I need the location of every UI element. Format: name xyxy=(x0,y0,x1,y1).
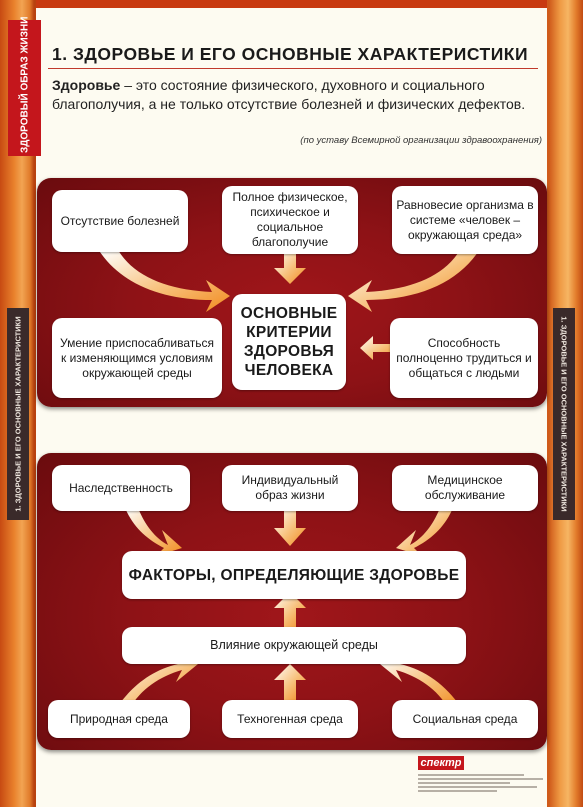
publisher-fine-print xyxy=(418,772,550,800)
top-bar xyxy=(36,0,547,8)
definition-term: Здоровье xyxy=(52,77,121,93)
side-tab: ЗДОРОВЫЙ ОБРАЗ ЖИЗНИ xyxy=(8,16,41,156)
publisher-block: спектр xyxy=(418,756,550,802)
right-strip-label: 1. ЗДОРОВЬЕ И ЕГО ОСНОВНЫЕ ХАРАКТЕРИСТИК… xyxy=(559,316,569,512)
factors-social: Социальная среда xyxy=(392,700,538,738)
side-tab-label: ЗДОРОВЫЙ ОБРАЗ ЖИЗНИ xyxy=(19,16,30,153)
right-side-strip: 1. ЗДОРОВЬЕ И ЕГО ОСНОВНЫЕ ХАРАКТЕРИСТИК… xyxy=(553,308,575,520)
left-strip-label: 1. ЗДОРОВЬЕ И ЕГО ОСНОВНЫЕ ХАРАКТЕРИСТИК… xyxy=(13,316,23,512)
criteria-top-middle: Полное физическое, психическое и социаль… xyxy=(222,186,358,254)
criteria-center: ОСНОВНЫЕ КРИТЕРИИ ЗДОРОВЬЯ ЧЕЛОВЕКА xyxy=(232,294,346,390)
factors-lifestyle: Индивидуальный образ жизни xyxy=(222,465,358,511)
factors-nature: Природная среда xyxy=(48,700,190,738)
factors-technogenic: Техногенная среда xyxy=(222,700,358,738)
criteria-bottom-right: Способность полноценно трудиться и общат… xyxy=(390,318,538,398)
page-title: 1. ЗДОРОВЬЕ И ЕГО ОСНОВНЫЕ ХАРАКТЕРИСТИК… xyxy=(52,44,529,64)
publisher-logo: спектр xyxy=(418,756,464,770)
criteria-top-right: Равновесие организма в системе «человек … xyxy=(392,186,538,254)
title-divider xyxy=(48,68,538,69)
left-side-strip: 1. ЗДОРОВЬЕ И ЕГО ОСНОВНЫЕ ХАРАКТЕРИСТИК… xyxy=(7,308,29,520)
definition-text: – это состояние физического, духовного и… xyxy=(52,77,526,112)
criteria-bottom-left: Умение приспосабливаться к изменяющимся … xyxy=(52,318,222,398)
factors-medicine: Медицинское обслуживание xyxy=(392,465,538,511)
definition-source: (по уставу Всемирной организации здравоо… xyxy=(300,135,542,146)
definition: Здоровье – это состояние физического, ду… xyxy=(52,76,542,114)
criteria-top-left: Отсутствие болезней xyxy=(52,190,188,252)
factors-environment: Влияние окружающей среды xyxy=(122,627,466,664)
factors-center: ФАКТОРЫ, ОПРЕДЕЛЯЮЩИЕ ЗДОРОВЬЕ xyxy=(122,551,466,599)
factors-heredity: Наследственность xyxy=(52,465,190,511)
